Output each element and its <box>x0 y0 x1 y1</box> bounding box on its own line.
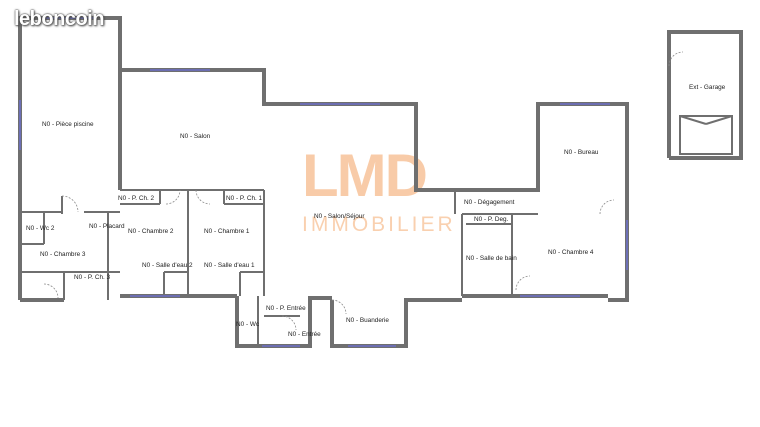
room-wc: N0 - Wc <box>236 321 260 328</box>
room-placard: N0 - Placard <box>89 223 125 230</box>
room-p-ch2: N0 - P. Ch. 2 <box>118 195 155 202</box>
room-degagement: N0 - Dégagement <box>464 199 515 206</box>
interior-walls <box>20 189 538 346</box>
room-buanderie: N0 - Buanderie <box>346 317 389 324</box>
room-chambre1: N0 - Chambre 1 <box>204 228 250 235</box>
piscine-wall <box>18 16 122 190</box>
room-p-deg: N0 - P. Deg. <box>474 216 509 223</box>
windows <box>19 17 628 347</box>
room-bureau: N0 - Bureau <box>564 149 599 156</box>
room-p-ch3: N0 - P. Ch. 3 <box>74 274 111 281</box>
room-chambre3: N0 - Chambre 3 <box>40 251 86 258</box>
watermark-subtitle: IMMOBILIER <box>302 213 456 236</box>
room-wc2: N0 - Wc 2 <box>26 225 55 232</box>
room-piece-piscine: N0 - Pièce piscine <box>42 121 94 128</box>
room-salle-eau2: N0 - Salle d'eau 2 <box>142 262 193 269</box>
room-salon-sejour: N0 - Salon/Séjour <box>314 213 365 220</box>
room-chambre4: N0 - Chambre 4 <box>548 249 594 256</box>
room-salle-bain: N0 - Salle de bain <box>466 255 517 262</box>
garage-wall <box>667 30 743 160</box>
room-chambre2: N0 - Chambre 2 <box>128 228 174 235</box>
room-salon: N0 - Salon <box>180 133 211 140</box>
garage-door <box>679 115 733 155</box>
doors <box>43 51 733 331</box>
brand-logo: leboncoin <box>14 8 104 30</box>
room-garage: Ext - Garage <box>689 84 726 91</box>
room-p-ch1: N0 - P. Ch. 1 <box>226 195 263 202</box>
room-labels: N0 - Pièce piscine N0 - Salon N0 - Burea… <box>26 84 726 338</box>
room-p-entree: N0 - P. Entrée <box>266 305 306 312</box>
room-salle-eau1: N0 - Salle d'eau 1 <box>204 262 255 269</box>
buanderie-wall <box>330 298 462 348</box>
watermark-logo: LMD <box>302 142 426 209</box>
watermark: LMD IMMOBILIER <box>302 142 456 236</box>
room-entree: N0 - Entrée <box>288 331 321 338</box>
